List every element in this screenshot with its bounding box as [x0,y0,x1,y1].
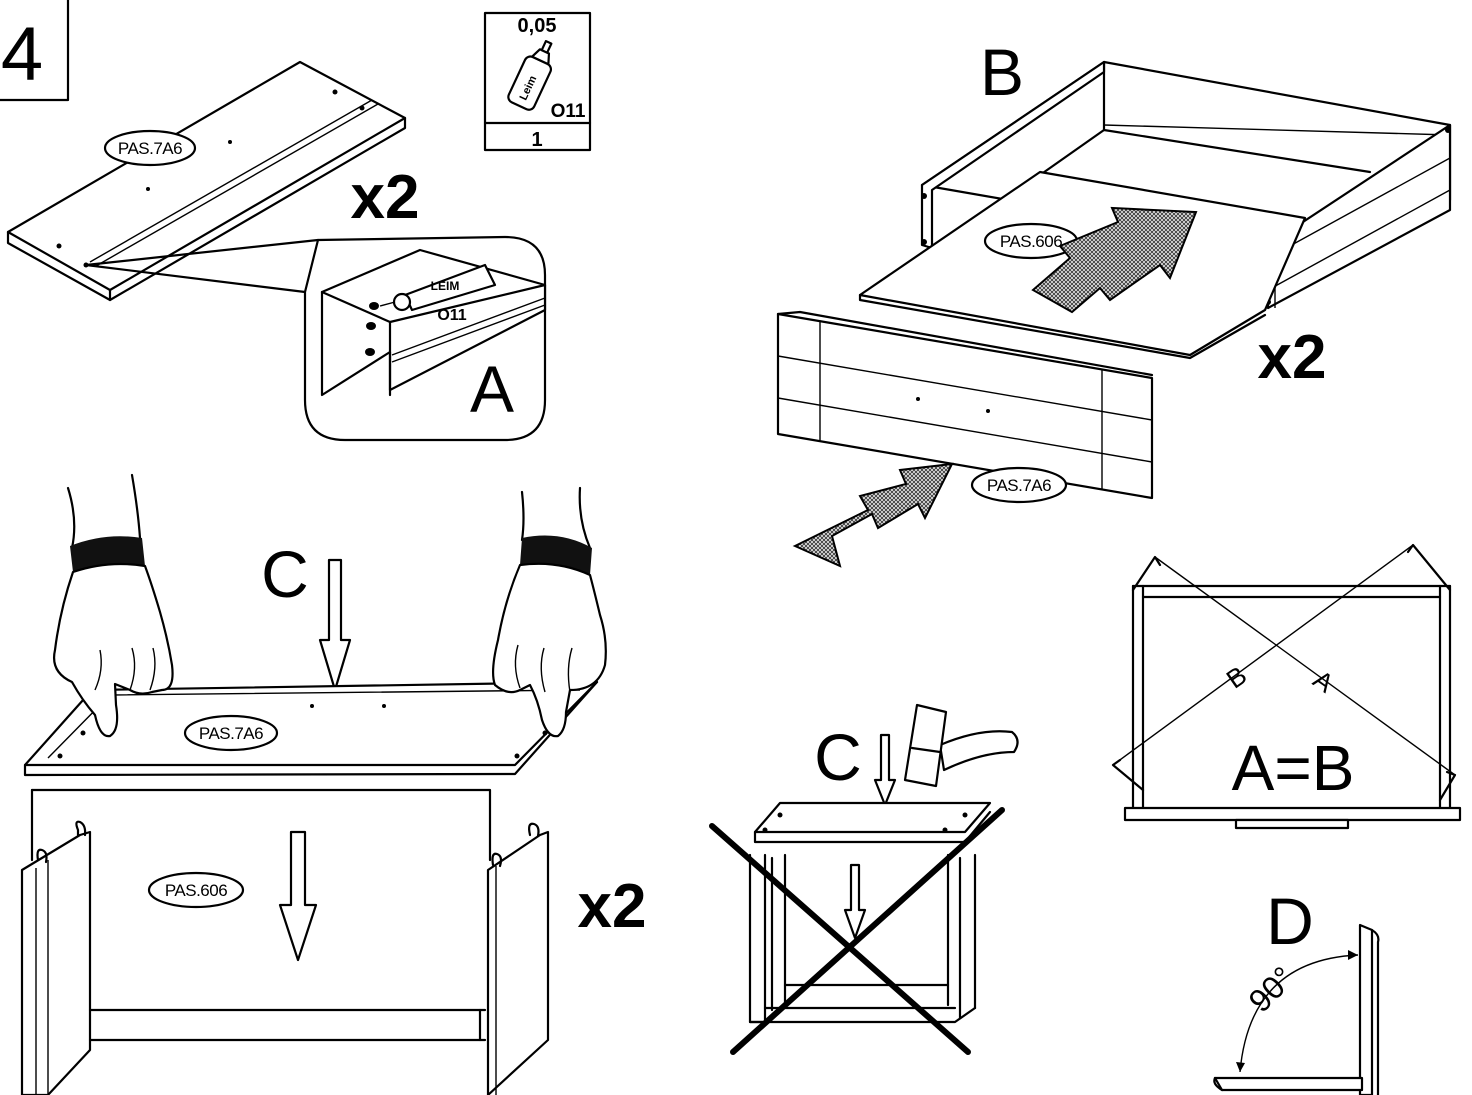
bottom-down-arrow [278,830,318,962]
hammer-icon [903,703,1019,788]
panel-a-part-label: PAS.7A6 [118,139,182,158]
panel-c-part-label: PAS.7A6 [199,724,263,743]
press-down-arrow [318,558,352,692]
glue-tube-icon: LEIM [379,263,497,312]
panel-c-wrong-letter: C [814,720,862,794]
panel-c-board: PAS.7A6 [23,680,599,777]
glue-quantity: 1 [531,129,542,151]
panel-a-multiplier: x2 [351,163,420,232]
glue-amount: 0,05 [518,15,557,37]
panel-b-front-panel: PAS.7A6 [776,310,1154,568]
hammer-down-arrow [873,733,897,807]
glue-code: O11 [551,101,586,122]
panel-b-bottom-label: PAS.606 [1000,232,1062,251]
panel-c-bottom-label: PAS.606 [165,881,227,900]
insert-arrow-1 [1031,206,1198,314]
left-hand-icon [53,473,174,738]
wrong-method-box [748,801,992,1024]
tube-code: O11 [437,307,466,324]
step-number: 4 [1,12,43,97]
angle-label: 90° [1241,959,1301,1019]
panel-c-multiplier: x2 [578,872,647,941]
panel-b-multiplier: x2 [1258,323,1327,392]
panel-a-board: PAS.7A6 [6,60,407,302]
panel-b-front-label: PAS.7A6 [987,476,1051,495]
panel-b-box: PAS.606 [858,60,1452,360]
glue-quantity-box: 0,05 Leim O11 1 [483,11,592,152]
panel-d-letter: D [1266,884,1314,958]
panel-b-letter: B [980,35,1024,109]
diagonal-a-label: A [1308,664,1340,699]
diagonal-b-label: B [1221,660,1252,695]
panel-c-letter: C [261,537,309,611]
step-number-box: 4 [0,0,70,102]
square-check-frame: B A A=B [1111,543,1462,830]
glue-bottle-icon: Leim [507,39,553,111]
tube-text: LEIM [431,279,460,293]
insert-arrow-2 [792,462,954,568]
panel-a-glue-detail: LEIM O11 A [303,235,547,442]
cross-out-mark [709,807,1005,1055]
right-hand-icon [491,486,607,738]
panel-a-detail-letter: A [470,352,514,426]
square-equation: A=B [1232,732,1355,804]
panel-c-box: PAS.606 [20,788,550,1095]
